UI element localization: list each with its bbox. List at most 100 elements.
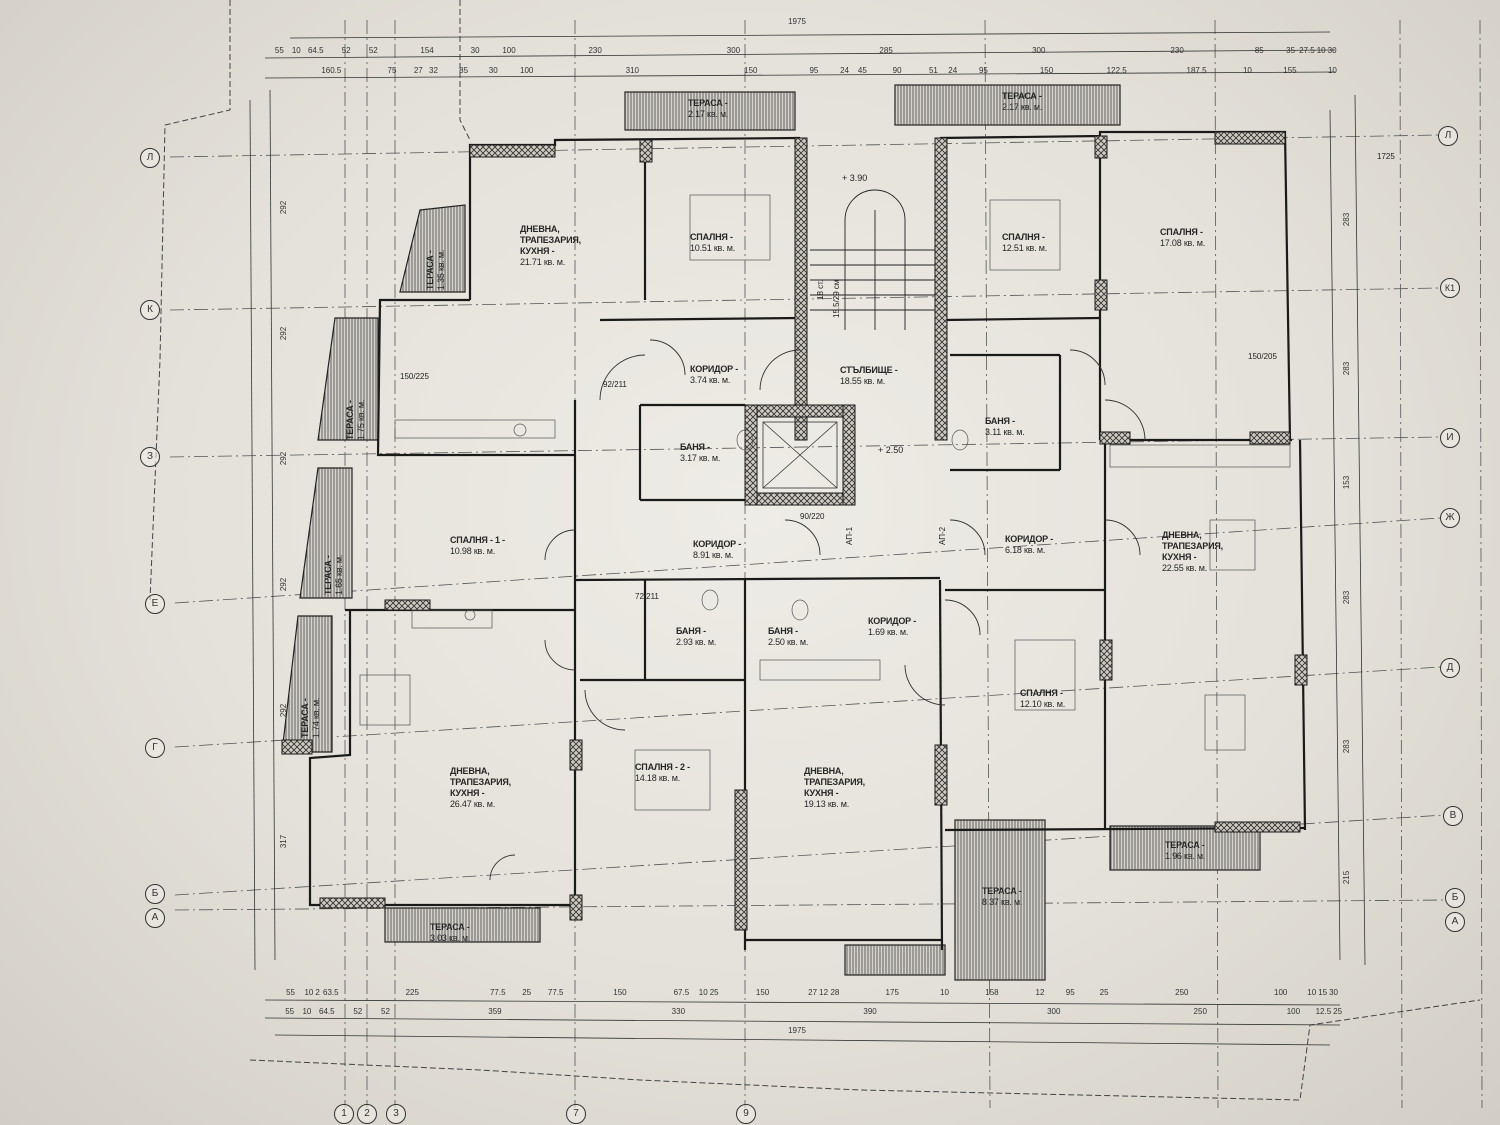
door-tag: 90/220 [800,512,825,521]
dimension-label: 300 [726,46,741,55]
room-label-bedroom-17-08: СПАЛНЯ -17.08 кв. м. [1160,227,1206,248]
dimension-label: 122.5 [1106,66,1127,75]
window-tag: 150/205 [1248,352,1277,361]
room-label-bath-3-17: БАНЯ -3.17 кв. м. [680,442,721,463]
dimension-label: 85 [1254,46,1264,55]
dimension-label: 330 [671,1007,686,1016]
axis-bubble-bottom: 3 [386,1104,406,1124]
dimension-label: 30 [1329,988,1339,997]
dimension-label: 150 [755,988,770,997]
door-swings [489,339,1146,881]
dimension-label: 35 [1286,46,1296,55]
dimension-label: 292 [279,326,289,340]
axis-bubble-left: К [140,300,160,320]
room-label-staircase: СТЪЛБИЩЕ -18.55 кв. м. [840,365,898,386]
axis-bubble-left: Е [145,594,165,614]
dimension-label: 30 [488,66,498,75]
dimension-label: 230 [1170,46,1184,55]
dimension-label: 250 [1193,1007,1207,1016]
axis-bubble-left: З [140,447,160,467]
dimension-label: 30 [470,46,480,55]
dimension-label: 283 [1342,212,1352,226]
dimension-label: 25 [522,988,532,997]
dimension-label: 95 [1065,988,1075,997]
dimension-label: 28 [830,988,840,997]
room-label-terrace-1-35: ТЕРАСА -1.35 кв. м. [425,249,446,290]
room-label-terrace-1-75: ТЕРАСА -1.75 кв. м. [345,399,366,440]
room-label-terrace-3-03: ТЕРАСА -3.03 кв. м. [430,922,471,943]
dimension-label: 150 [613,988,627,997]
room-label-terrace-2-17-right: ТЕРАСА -2.17 кв. м. [1002,91,1043,112]
dimension-label: 27 [413,66,423,75]
axis-bubble-right: Л [1438,126,1458,146]
axis-bubble-right: Д [1440,658,1460,678]
dim-overall-height: 1725 [1377,152,1395,161]
dimension-label: 25 [709,988,719,997]
axis-bubble-right: А [1445,912,1465,932]
dimension-label: 67.5 [673,988,690,997]
dimension-label: 153 [1342,476,1352,490]
room-label-bedroom-1: СПАЛНЯ - 1 -10.98 кв. м. [450,535,505,556]
dimension-label: 52 [368,46,378,55]
elevation-mark-upper: + 3.90 [842,173,868,183]
dimension-label: 45 [857,66,867,75]
window-tag: 150/225 [400,372,429,381]
axis-bubble-left: А [145,908,165,928]
axis-bubble-left: Л [140,148,160,168]
room-label-living-19-13: ДНЕВНА, ТРАПЕЗАРИЯ, КУХНЯ -19.13 кв. м. [804,766,865,809]
axis-bubble-right: К1 [1440,278,1460,298]
room-label-corridor-3-74: КОРИДОР -3.74 кв. м. [690,364,739,385]
dimension-label: 15 [1318,988,1328,997]
axis-bubble-right: Ж [1440,508,1460,528]
dimension-label: 55 [285,1007,295,1016]
dimension-label: 27.5 [1299,46,1315,55]
dimension-label: 52 [381,1007,390,1016]
dimension-label: 225 [405,988,419,997]
room-label-living-22-55: ДНЕВНА, ТРАПЕЗАРИЯ, КУХНЯ -22.55 кв. м. [1162,530,1223,573]
dimension-label: 292 [279,577,289,592]
dimension-label: 10 [940,988,949,997]
dimension-label: 30 [1327,46,1337,55]
room-label-terrace-1-74: ТЕРАСА -1.74 кв. м. [300,697,321,738]
dimension-label: 292 [279,703,289,717]
dimension-label: 55 [274,46,284,55]
door-tag: 72/211 [635,592,659,601]
room-label-corridor-1-69: КОРИДОР -1.69 кв. м. [868,616,917,637]
dimension-label: 100 [1286,1007,1301,1016]
axis-bubble-left: Г [145,738,165,758]
room-label-corridor-6-18: КОРИДОР -6.18 кв. м. [1005,534,1054,555]
room-label-bath-2-93: БАНЯ -2.93 кв. м. [676,626,717,647]
dimension-label: 10 [302,1007,312,1016]
room-label-living-26-47: ДНЕВНА, ТРАПЕЗАРИЯ, КУХНЯ -26.47 кв. м. [450,766,511,809]
dimension-label: 10 [291,46,301,55]
dimension-label: 317 [279,834,289,848]
dimension-label: 310 [625,66,639,75]
dimension-label: 55 [286,988,295,997]
axis-bubble-bottom: 2 [357,1104,377,1124]
dimension-label: 2 [315,988,320,997]
dimension-label: 175 [885,988,899,997]
stair [810,189,935,330]
axis-bubble-left: Б [145,884,165,904]
dimension-label: 292 [279,452,289,466]
axis-bubble-right: И [1440,428,1460,448]
dimension-label: 390 [863,1007,877,1016]
lift-door-label-2: АП-2 [938,526,947,545]
axis-bubble-bottom: 1 [334,1104,354,1124]
dimension-label: 24 [948,66,958,75]
dimension-label: 283 [1342,591,1352,605]
dimension-label: 85 [459,66,469,75]
dimension-label: 285 [879,46,893,55]
dimension-label: 230 [588,46,602,55]
dimension-label: 215 [1342,871,1352,885]
dimension-label: 10 [698,988,708,997]
room-label-bedroom-2: СПАЛНЯ - 2 -14.18 кв. м. [635,762,690,783]
dimension-label: 75 [387,66,397,75]
dimension-label: 63.5 [322,988,339,997]
dimension-label: 300 [1032,46,1046,55]
dimension-label: 10 [1307,988,1317,997]
room-label-terrace-1-96: ТЕРАСА -1.96 кв. м. [1165,840,1206,861]
dimension-label: 160.5 [321,66,342,75]
door-tag: 92/211 [603,380,627,389]
